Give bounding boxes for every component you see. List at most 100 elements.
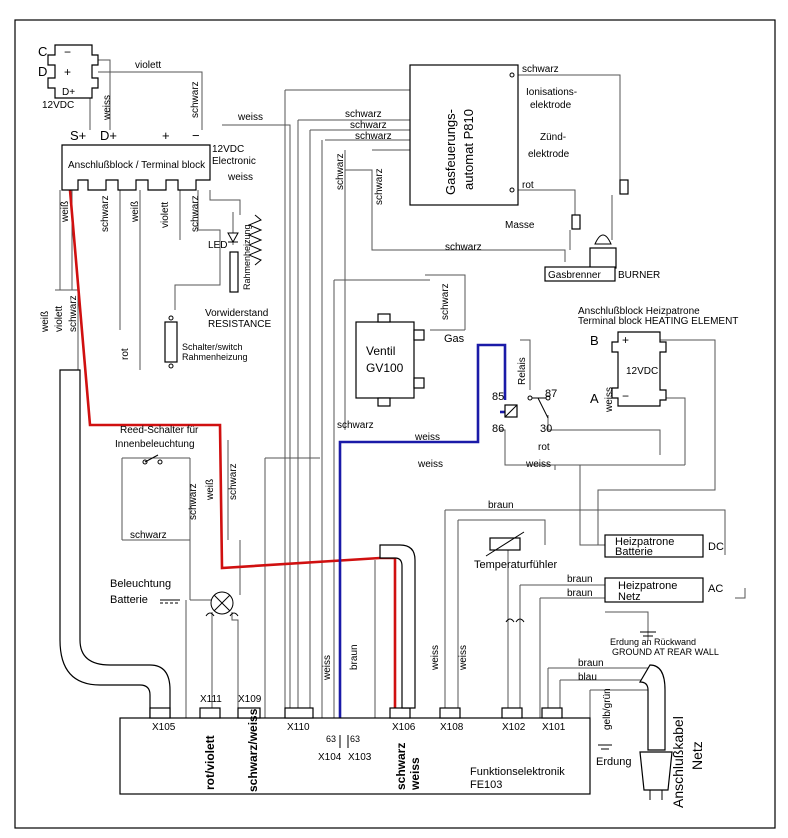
wire-label-schwarz-battery: schwarz [190,81,201,118]
ground-l1: Erdung an Rückwand [610,637,696,647]
wire-label-schwarz-a6: schwarz [445,242,482,253]
resistor-label-l2: RESISTANCE [208,319,271,330]
gas-automat-l1: Gasfeuerungs- [443,109,458,195]
heating-plus: + [622,333,629,347]
main-terminal-block: S+ D+ + − Anschlußblock / Terminal block… [61,128,256,191]
battery-12vdc: C D − + D+ 12VDC [38,44,99,111]
burner-de-label: Gasbrenner [548,270,601,281]
heating-terminal-block: Anschlußblock Heizpatrone Terminal block… [578,306,738,413]
wire-label-weiss-relay3: weiss [525,459,551,470]
fe-x106: X106 [392,722,416,733]
rear-wall-ground: Erdung an Rückwand GROUND AT REAR WALL [610,631,719,657]
fe-x103: X103 [348,752,372,763]
wire-label-schwarz-a4: schwarz [335,153,346,190]
fe-x101: X101 [542,722,566,733]
heating-minus: − [622,389,629,403]
relay-pin-85: 85 [492,391,504,403]
x106-cable-sleeve [379,544,416,709]
frame-heater-circuit: LED Rahmenheizung Vorwiderstand RESISTAN… [120,212,271,369]
wire-label-weiss-sz-2: weiß [130,201,141,223]
wire-label-rot-1: rot [120,348,131,360]
wire-label-braun-ac1: braun [567,574,593,585]
battery-c-label: C [38,44,47,59]
wire-label-schwarz-a1: schwarz [345,109,382,120]
lighting-l1: Beleuchtung [110,578,171,590]
relay-pin-87: 87 [545,388,557,400]
wire-network [55,59,746,735]
wire-label-schwarz-automat: schwarz [522,64,559,75]
heizpatrone-dc-l2: Batterie [615,546,653,558]
relay: Relais 85 86 87 30 [492,357,557,435]
frame-heating-label: Rahmenheizung [242,224,252,290]
terminal-d-plus: D+ [100,128,117,143]
wire-label-schwarz-2: schwarz [190,195,201,232]
ionisation-l2: elektrode [530,100,572,111]
battery-minus: − [64,45,71,59]
wire-label-gelb-gruen: gelb/grün [602,688,613,730]
wire-label-weiss-relay1: weiss [414,432,440,443]
heizpatrone-dc-tag: DC [708,541,724,553]
heating-voltage: 12VDC [626,366,658,377]
wire-label-weiss-heat: weiss [604,387,615,413]
ionisation-l1: Ionisations- [526,87,577,98]
heizpatrone-ac: Heizpatrone Netz AC [604,577,723,603]
left-cable-sleeve [59,369,171,719]
reed-l2: Innenbeleuchtung [115,439,195,450]
fe-x111: X111 [200,694,222,705]
terminal-minus: − [192,128,200,143]
fe-title: Funktionselektronik [470,766,565,778]
reed-switch: Reed-Schalter für Innenbeleuchtung [115,425,199,465]
burner-assembly: Ionisations- elektrode Zünd- elektrode M… [505,87,660,282]
wire-label-braun-b1: braun [349,644,360,670]
wire-label-schwarz-1: schwarz [100,195,111,232]
temp-sensor-label: Temperaturfühler [474,559,557,571]
burner-en-label: BURNER [618,270,660,281]
battery-plus: + [64,65,71,79]
wire-label-weiss-sz-reed: weiß [205,479,216,501]
wire-label-weiss-sz-3: weiß [40,311,51,333]
heating-a-label: A [590,391,599,406]
resistor-label-l1: Vorwiderstand [205,308,268,319]
temperature-sensor: Temperaturfühler [474,531,557,571]
wire-label-weiss-battery: weiss [102,95,113,121]
wire-label-weiss-b1: weiss [322,655,333,681]
gas-automat-l2: automat P810 [461,109,476,190]
wire-label-violett-1: violett [160,202,171,228]
reed-l1: Reed-Schalter für [120,425,199,436]
terminal-electronic-l1: 12VDC [212,144,244,155]
wire-label-schwarz-reed2: schwarz [228,463,239,500]
ground-l2: GROUND AT REAR WALL [612,647,719,657]
terminal-block-title: Anschlußblock / Terminal block [68,160,206,171]
led-label: LED [208,240,227,251]
fe-model: FE103 [470,779,502,791]
heizpatrone-ac-l1: Heizpatrone [618,580,677,592]
mains-cable-l2: Netz [689,741,705,770]
heizpatrone-dc: Heizpatrone Batterie DC [604,534,724,558]
relay-label: Relais [517,357,528,385]
fe-rot-violett: rot/violett [203,735,217,790]
mains-cable-l1: Anschlußkabel [670,716,686,808]
heizpatrone-dc-l1: Heizpatrone [615,536,674,548]
relay-pin-86: 86 [492,423,504,435]
wire-label-braun-ac2: braun [567,588,593,599]
wire-label-braun-top: braun [488,500,514,511]
relay-pin-30: 30 [540,423,552,435]
fe-x104: X104 [318,752,342,763]
wire-label-schwarz-a2: schwarz [350,120,387,131]
funktionselektronik-fe103: X105 X111 X109 X110 X106 X108 X102 X101 … [119,694,591,795]
wire-label-schwarz-3: schwarz [68,295,79,332]
zuend-l1: Zünd- [540,132,566,143]
fe-x102: X102 [502,722,526,733]
terminal-electronic-l2: Electronic [212,156,256,167]
fe-63-a: 63 [326,734,336,744]
fe-schwarz-weiss: schwarz/weiss [246,708,260,792]
wire-label-rot-automat: rot [522,180,534,191]
valve-l2: GV100 [366,361,404,375]
blue-wire [338,343,507,718]
wire-label-weiss-b2: weiss [430,645,441,671]
lighting-lamp: Beleuchtung Batterie [110,578,234,615]
fe-x106-schwarz: schwarz [394,743,408,790]
zuend-l2: elektrode [528,149,570,160]
fe-x105: X105 [152,722,176,733]
